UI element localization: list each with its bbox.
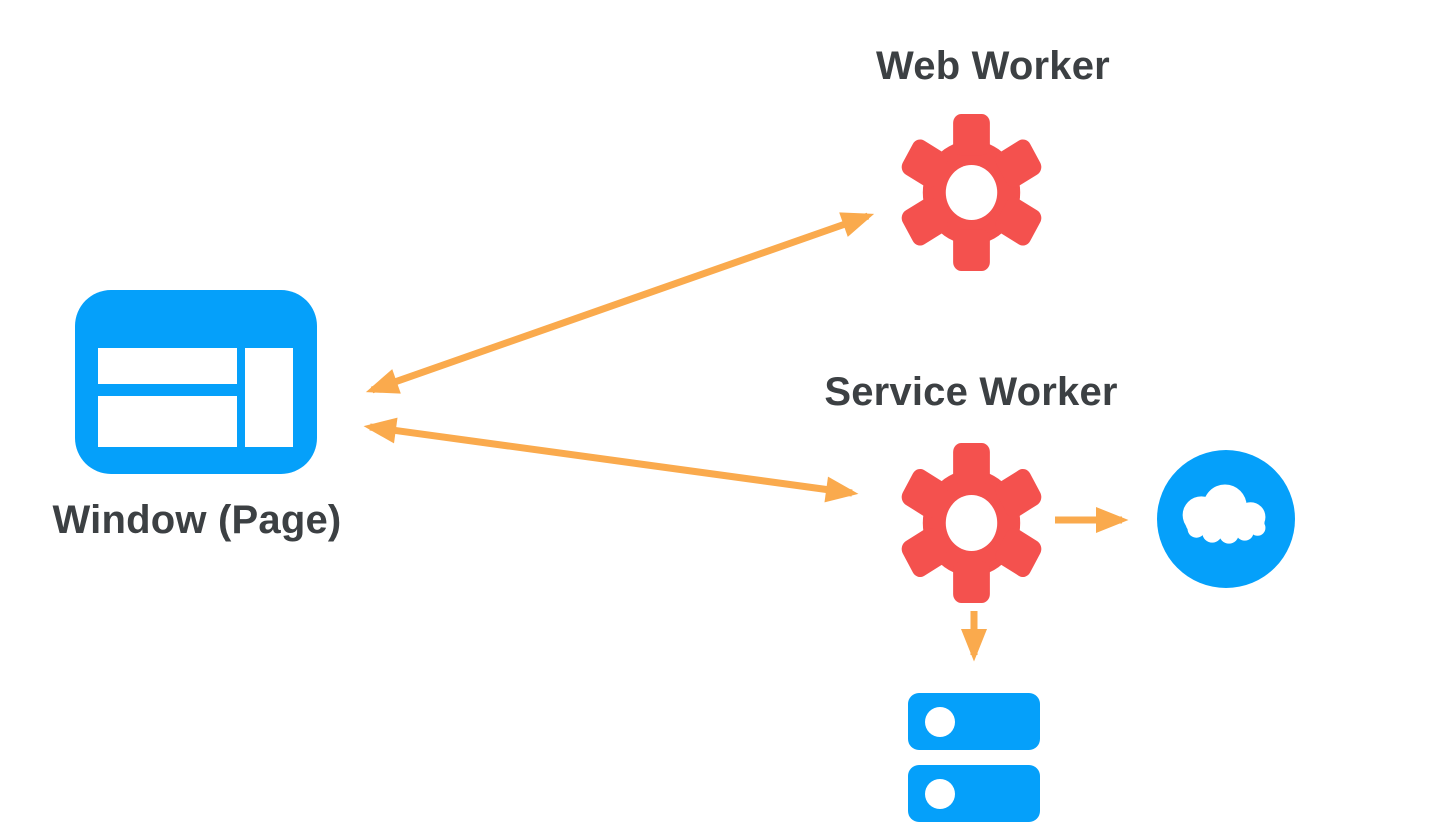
database-icon [908,693,1040,822]
service-worker-label: Service Worker [824,370,1118,414]
browser-window-icon [75,290,317,474]
window-page-label: Window (Page) [52,498,342,542]
arrow-window-service-worker [363,417,859,503]
arrow-window-web-worker [365,212,875,394]
database-row [908,693,1040,750]
database-dot [925,707,955,737]
database-row [908,765,1040,822]
web-worker-label: Web Worker [876,44,1110,88]
web-worker-gear-icon [901,114,1042,271]
service-worker-gear-icon [901,443,1042,603]
database-dot [925,779,955,809]
cloud-icon [1157,450,1295,588]
